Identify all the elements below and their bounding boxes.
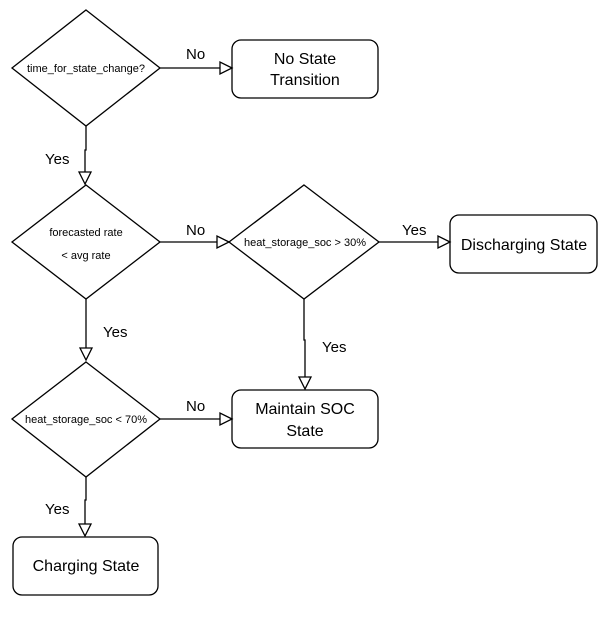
edge-label-d3-yes-down: Yes [322, 339, 346, 356]
decision-label-soc-below-70: heat_storage_soc < 70% [25, 414, 147, 426]
arrowhead-d1-yes [77, 171, 93, 186]
decision-label-soc-above-30: heat_storage_soc > 30% [244, 237, 366, 249]
state-box-charging [12, 536, 159, 596]
arrowhead-d2-yes [78, 347, 94, 362]
arrowhead-d1-no [219, 60, 234, 76]
state-label-maintain-soc-line1: Maintain SOC [255, 401, 355, 418]
decision-label-forecasted-rate-line2: < avg rate [61, 250, 110, 262]
edge-label-d4-yes: Yes [45, 501, 69, 518]
state-box-no-transition [231, 39, 379, 99]
arrowhead-d4-yes [77, 523, 93, 538]
state-label-no-transition-line1: No State [274, 51, 336, 68]
edge-label-d2-no: No [186, 222, 205, 239]
arrowhead-d4-no [219, 411, 234, 427]
edge-label-d4-no: No [186, 398, 205, 415]
state-label-discharging: Discharging State [461, 237, 587, 254]
state-box-discharging [449, 214, 598, 274]
edge-label-d1-yes: Yes [45, 151, 69, 168]
edge-label-d3-yes-right: Yes [402, 222, 426, 239]
edge-label-d1-no: No [186, 46, 205, 63]
arrowhead-d3-yes-right [437, 234, 452, 250]
decision-diamond-forecasted-rate [10, 184, 162, 300]
edge-d1-yes [84, 126, 87, 172]
state-label-maintain-soc-line2: State [286, 423, 323, 440]
decision-label-time-for-state-change: time_for_state_change? [27, 63, 145, 75]
edge-d3-yes-down [303, 299, 306, 377]
arrowhead-d3-yes-down [297, 376, 313, 391]
arrowhead-d2-no [216, 234, 231, 250]
edge-d4-yes [84, 477, 87, 524]
decision-label-forecasted-rate-line1: forecasted rate [49, 227, 122, 239]
edge-label-d2-yes: Yes [103, 324, 127, 341]
state-label-no-transition-line2: Transition [270, 72, 340, 89]
state-label-charging: Charging State [33, 558, 140, 575]
